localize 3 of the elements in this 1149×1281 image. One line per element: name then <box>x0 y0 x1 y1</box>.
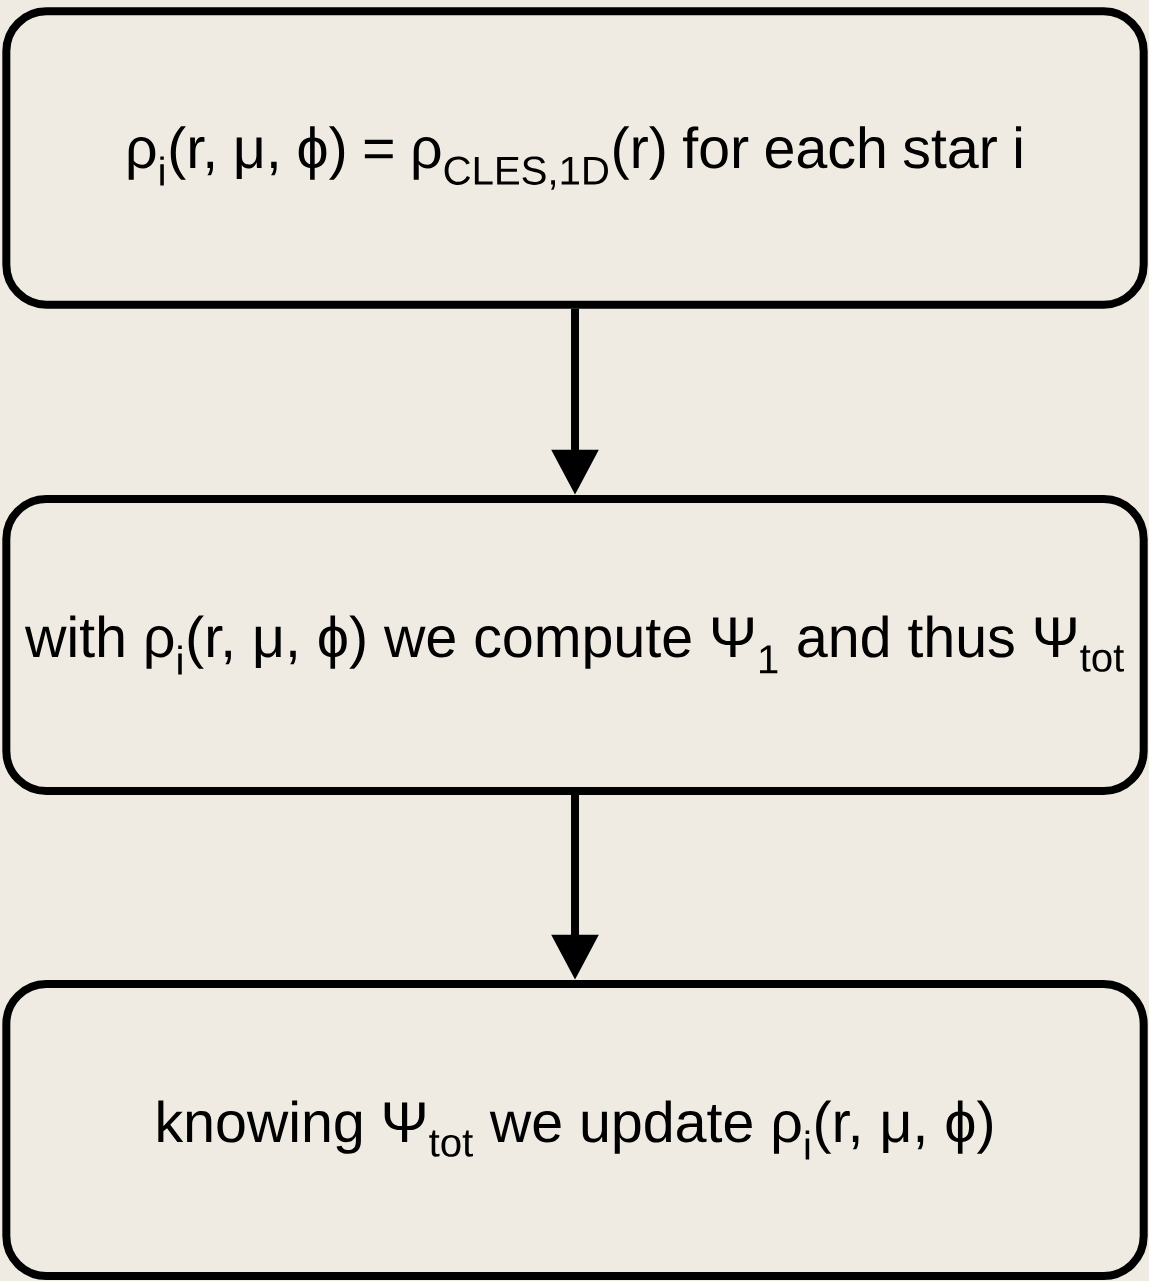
process-box: ρ$_{i}$(r, μ, ϕ) = ρ$_{CLES,1D}$(r) for each star i <box>2 7 1148 309</box>
process-box: with ρ$_{i}$(r, μ, ϕ) we compute Ψ$_{1}$ and thus Ψ$_{tot}$ <box>2 495 1148 795</box>
process-box: knowing Ψ$_{tot}$ we update ρ$_{i}$(r, μ, ϕ) <box>2 980 1148 1280</box>
